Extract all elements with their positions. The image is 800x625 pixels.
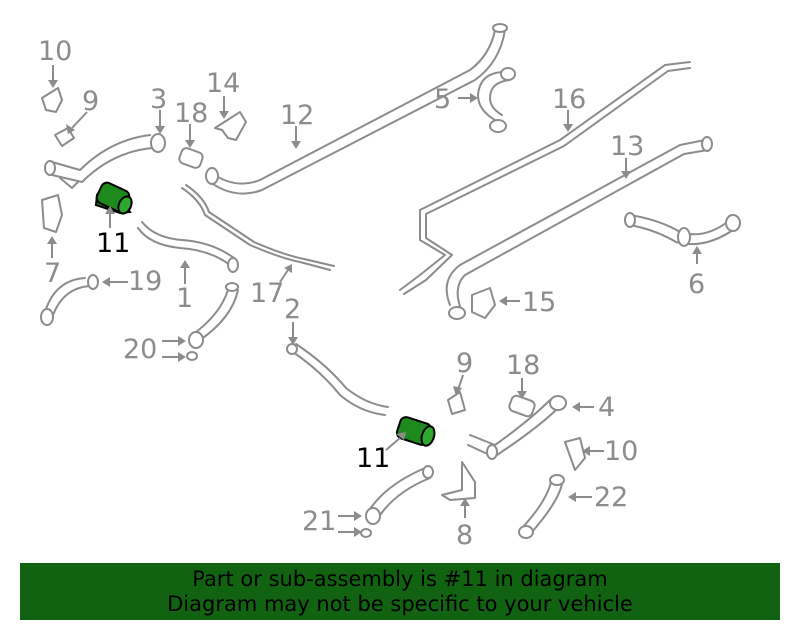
part-15-fitting — [471, 287, 496, 319]
part-10-bracket-upper — [41, 87, 63, 113]
part-18-coupler-upper — [178, 147, 204, 169]
banner-line-2: Diagram may not be specific to your vehi… — [167, 592, 633, 616]
callout-8: 8 — [456, 520, 473, 551]
callout-5: 5 — [434, 84, 451, 115]
callout-15: 15 — [522, 287, 556, 318]
callout-9-lower: 9 — [456, 348, 473, 379]
callout-12: 12 — [280, 100, 314, 131]
parts-diagram: 10 9 3 18 14 12 5 16 13 11 7 19 1 17 6 1… — [38, 23, 741, 551]
callout-14: 14 — [206, 68, 240, 99]
callout-11-lower: 11 — [356, 443, 390, 474]
leader-lines — [47, 65, 702, 537]
part-19-hose — [40, 274, 99, 326]
callout-3: 3 — [150, 84, 167, 115]
banner-line-1: Part or sub-assembly is #11 in diagram — [192, 567, 608, 591]
callout-11-upper: 11 — [96, 228, 130, 259]
callout-21: 21 — [302, 506, 336, 537]
callout-22: 22 — [594, 482, 628, 513]
part-17-line — [181, 184, 335, 271]
part-10-bracket-lower — [564, 437, 586, 471]
part-21-hose — [360, 465, 434, 538]
info-banner: Part or sub-assembly is #11 in diagram D… — [20, 563, 780, 620]
callout-1: 1 — [176, 283, 193, 314]
part-7-bracket — [41, 194, 63, 233]
callout-17: 17 — [250, 278, 284, 309]
part-16-pipe — [399, 61, 691, 295]
callout-16: 16 — [552, 84, 586, 115]
callout-18-lower: 18 — [506, 350, 540, 381]
part-13-pipe — [445, 136, 713, 320]
part-5-hose — [477, 67, 516, 133]
part-11-highlighted-upper — [94, 181, 133, 215]
callout-13: 13 — [610, 131, 644, 162]
part-12-hose — [205, 23, 508, 195]
callout-10-lower: 10 — [604, 436, 638, 467]
callout-2: 2 — [284, 294, 301, 325]
part-11-highlighted-lower — [395, 416, 436, 447]
callout-4: 4 — [598, 392, 615, 423]
part-14-bracket — [214, 111, 247, 141]
part-9-clip-upper — [54, 127, 75, 147]
part-20-hose — [186, 282, 239, 361]
part-4-hose — [467, 395, 567, 460]
callout-10-upper: 10 — [38, 36, 72, 67]
callout-7: 7 — [44, 258, 61, 289]
part-6-hose — [624, 212, 741, 247]
callout-6: 6 — [688, 269, 705, 300]
part-3-hose — [44, 133, 166, 189]
part-8-bracket — [441, 461, 476, 501]
callout-20: 20 — [123, 334, 157, 365]
part-2-hose — [286, 343, 389, 416]
part-1-hose — [137, 221, 239, 273]
callout-19: 19 — [128, 266, 162, 297]
callout-18-upper: 18 — [174, 98, 208, 129]
part-22-hose — [518, 474, 565, 539]
callout-9-upper: 9 — [82, 86, 99, 117]
part-18-coupler-lower — [508, 394, 536, 418]
